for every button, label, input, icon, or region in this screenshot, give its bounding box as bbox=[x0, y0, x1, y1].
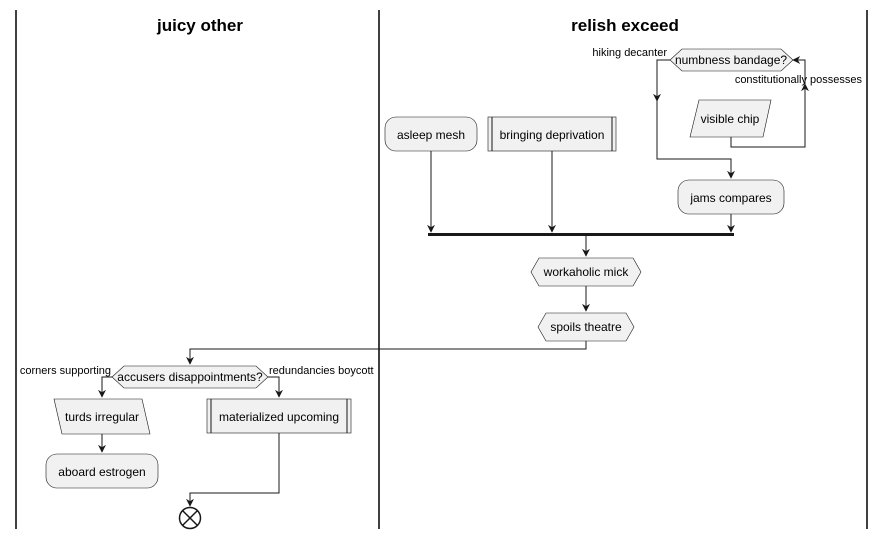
edge-redundancies-boycott bbox=[268, 376, 283, 398]
node-materialized-upcoming bbox=[206, 398, 352, 434]
decision-accusers-disappointments-label: accusers disappointments? bbox=[117, 370, 263, 384]
lane-title-relish-exceed: relish exceed bbox=[571, 16, 679, 35]
node-visible-chip-label: visible chip bbox=[701, 112, 760, 126]
node-visible-chip bbox=[689, 99, 772, 138]
node-bringing-deprivation-label: bringing deprivation bbox=[500, 128, 605, 142]
edge-hiking-decanter bbox=[653, 59, 670, 102]
node-workaholic-mick-shape bbox=[530, 257, 642, 287]
end-node bbox=[178, 506, 202, 530]
node-aboard-estrogen bbox=[45, 453, 159, 489]
edge-label-redundancies-boycott: redundancies boycott bbox=[269, 365, 374, 377]
edge-materialized-to-end bbox=[186, 433, 280, 507]
edge-merge-to-jams bbox=[656, 101, 735, 179]
node-bringing-deprivation bbox=[487, 116, 617, 152]
node-turds-irregular bbox=[53, 398, 151, 435]
join-bar bbox=[428, 233, 734, 236]
decision-numbness-bandage-label: numbness bandage? bbox=[675, 53, 787, 67]
edge-label-hiking-decanter: hiking decanter bbox=[592, 47, 667, 59]
node-workaholic-mick-label: workaholic mick bbox=[543, 265, 630, 279]
node-jams-compares-label: jams compares bbox=[689, 191, 771, 205]
edge-label-constitutionally-possesses: constitutionally possesses bbox=[735, 74, 863, 86]
edge-spoils-to-decision bbox=[186, 341, 587, 365]
node-turds-irregular-label: turds irregular bbox=[65, 410, 139, 424]
edge-loop-back bbox=[730, 56, 806, 148]
edge-corners-supporting bbox=[98, 376, 112, 398]
node-spoils-theatre-label: spoils theatre bbox=[550, 320, 622, 334]
edge-label-corners-supporting: corners supporting bbox=[20, 365, 111, 377]
node-aboard-estrogen-label: aboard estrogen bbox=[58, 465, 145, 479]
node-spoils-theatre-shape bbox=[537, 312, 635, 342]
node-asleep-mesh-label: asleep mesh bbox=[397, 128, 465, 142]
node-materialized-upcoming-label: materialized upcoming bbox=[219, 410, 339, 424]
lane-title-juicy-other: juicy other bbox=[156, 16, 243, 35]
